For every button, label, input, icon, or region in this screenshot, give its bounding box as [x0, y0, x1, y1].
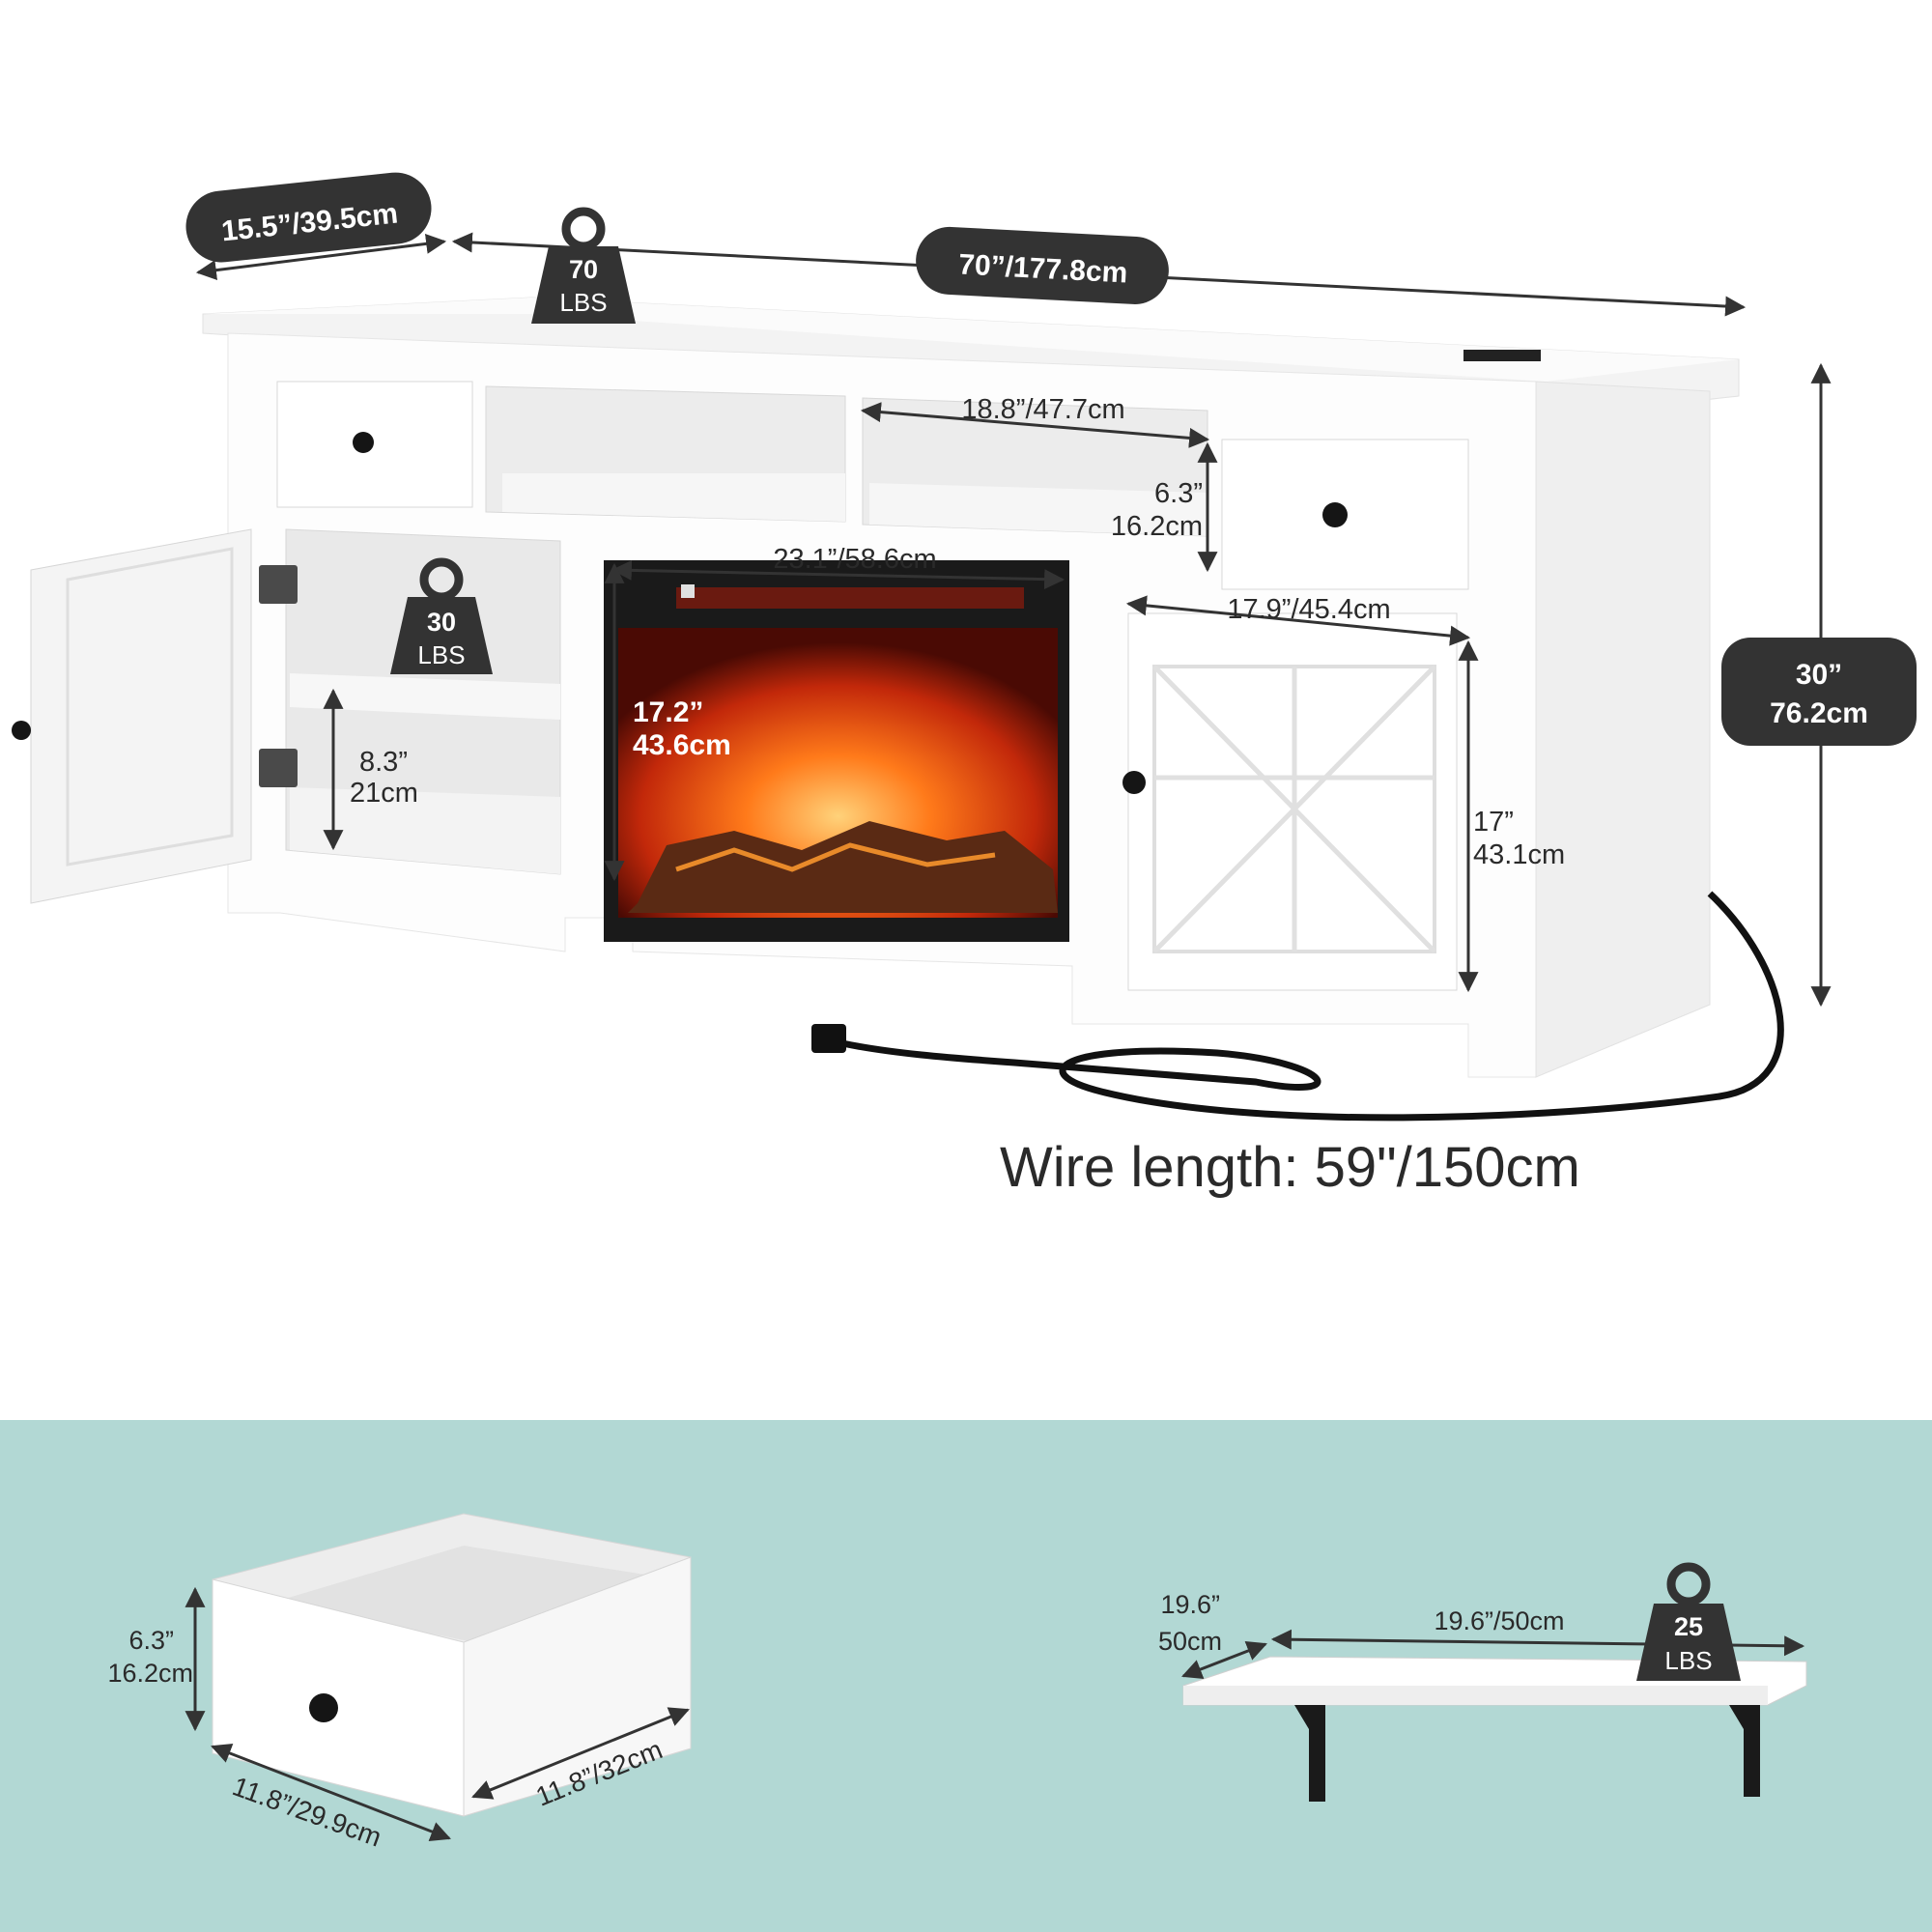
right-cabinet-height-cm: 43.1cm: [1473, 839, 1565, 870]
depth-pill: 15.5”/39.5cm: [185, 172, 432, 263]
top-load-badge: 70 LBS: [531, 207, 636, 324]
left-top-drawer: [276, 381, 473, 508]
door-knob-icon: [1122, 771, 1146, 794]
drawer-height-in: 6.3”: [128, 1626, 174, 1655]
heater-grille: [676, 587, 1024, 609]
shelf-bracket: [1294, 1705, 1325, 1802]
door-knob-icon: [12, 721, 31, 740]
width-pill: 70”/177.8cm: [916, 226, 1169, 304]
hinge-icon: [259, 749, 298, 787]
shelf-load-badge: 25 LBS: [1636, 1562, 1741, 1681]
plug-icon: [811, 1024, 846, 1053]
tv-stand: [12, 297, 1784, 1122]
shelf-depth-in: 19.6”: [1160, 1590, 1220, 1619]
cabinet-load-badge: 30 LBS: [390, 557, 493, 674]
shelf-load-value: 25: [1674, 1612, 1703, 1641]
top-load-value: 70: [569, 255, 598, 284]
shelf-gap-in: 8.3”: [359, 747, 408, 778]
shelf-width-label: 19.6”/50cm: [1434, 1606, 1564, 1635]
wire-length-label: Wire length: 59"/150cm: [1000, 1136, 1580, 1199]
overall-height-in: 30”: [1796, 659, 1842, 691]
drawer-knob-icon: [309, 1693, 338, 1722]
right-cabinet-width-label: 17.9”/45.4cm: [1227, 594, 1390, 625]
fireplace-height-cm: 43.6cm: [633, 729, 731, 761]
overall-height-cm: 76.2cm: [1770, 697, 1868, 729]
shelf-depth-cm: 50cm: [1158, 1627, 1222, 1656]
cabinet-load-value: 30: [427, 608, 456, 637]
cubby-width-label: 18.8”/47.7cm: [961, 394, 1124, 425]
fireplace-logs: [628, 821, 1058, 913]
cubby-height-in: 6.3”: [1154, 478, 1203, 509]
hinge-icon: [259, 565, 298, 604]
drawer-knob-icon: [353, 432, 374, 453]
shelf-gap-cm: 21cm: [350, 778, 418, 809]
cabinet-load-unit: LBS: [417, 640, 465, 669]
power-strip: [1463, 350, 1541, 361]
right-cabinet-height-in: 17”: [1473, 807, 1514, 838]
drawer-knob-icon: [1322, 502, 1348, 527]
power-cord: [841, 891, 1784, 1122]
left-cabinet-door: [30, 528, 252, 904]
fireplace-height-in: 17.2”: [633, 696, 703, 728]
shelf-load-unit: LBS: [1664, 1646, 1712, 1675]
top-load-unit: LBS: [559, 288, 607, 317]
cubby-height-cm: 16.2cm: [1111, 511, 1203, 542]
fireplace-width-label: 23.1”/58.6cm: [773, 544, 936, 575]
drawer-height-cm: 16.2cm: [107, 1659, 193, 1688]
height-pill: 30” 76.2cm: [1721, 638, 1917, 746]
shelf-bracket: [1729, 1705, 1760, 1797]
